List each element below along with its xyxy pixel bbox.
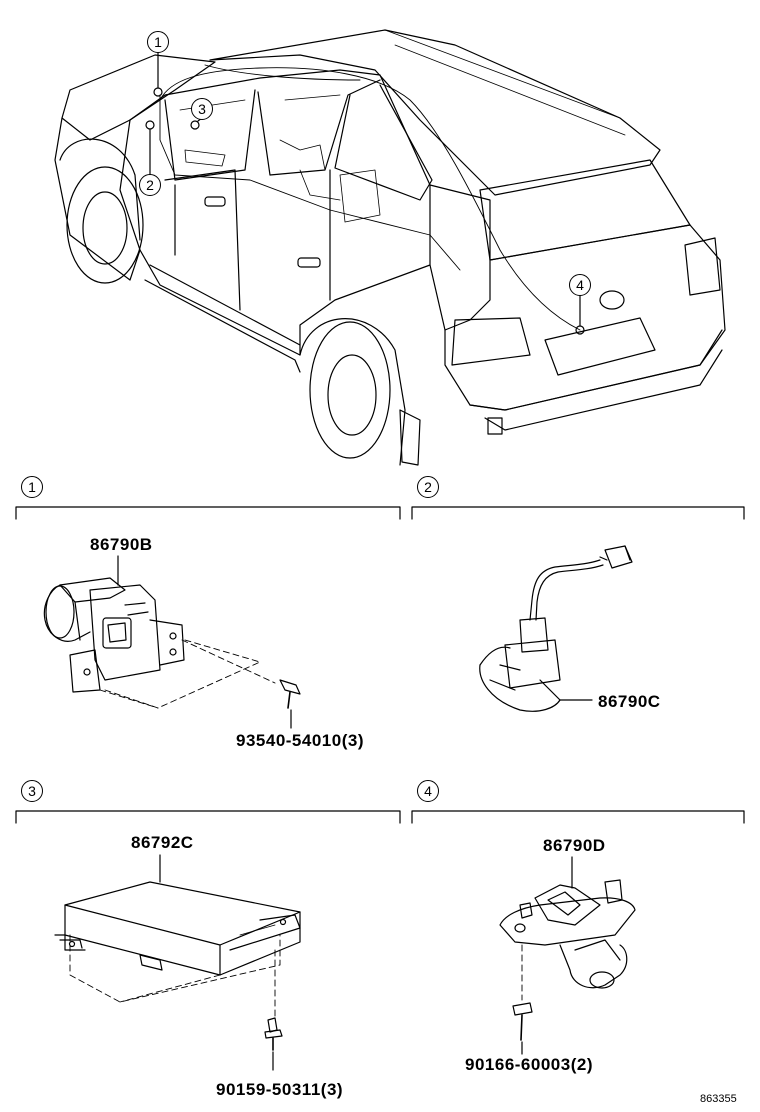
callout-3: 3 [191,98,213,120]
section-4-index: 4 [417,780,439,802]
part-number-90159-50311: 90159-50311(3) [216,1081,343,1098]
section-2-camera-art [479,545,633,712]
part-number: 90159-50311 [216,1080,321,1099]
part-number-86792C: 86792C [131,833,194,852]
callout-2: 2 [139,174,161,196]
part-number: 90166-60003 [465,1055,571,1074]
section-3-ecu-art [54,854,301,1071]
part-number-86790C: 86790C [598,692,661,711]
section-1-camera-art [43,555,301,729]
callout-1: 1 [147,31,169,53]
part-number-86790B: 86790B [90,535,153,554]
part-number-93540-54010: 93540-54010(3) [236,732,364,749]
part-number: 93540-54010 [236,731,342,750]
part-number-86790D: 86790D [543,836,606,855]
callout-4: 4 [569,274,591,296]
section-3-index: 3 [21,780,43,802]
section-frames [15,506,745,824]
part-number-90166-60003: 90166-60003(2) [465,1056,593,1073]
section-2-index: 2 [417,476,439,498]
section-1-index: 1 [21,476,43,498]
part-quantity: (2) [570,1055,593,1074]
section-4-camera-art [499,856,636,1055]
illustration-id: 863355 [700,1093,737,1105]
part-quantity: (3) [320,1080,344,1099]
vehicle-illustration [54,29,726,466]
part-quantity: (3) [341,731,364,750]
